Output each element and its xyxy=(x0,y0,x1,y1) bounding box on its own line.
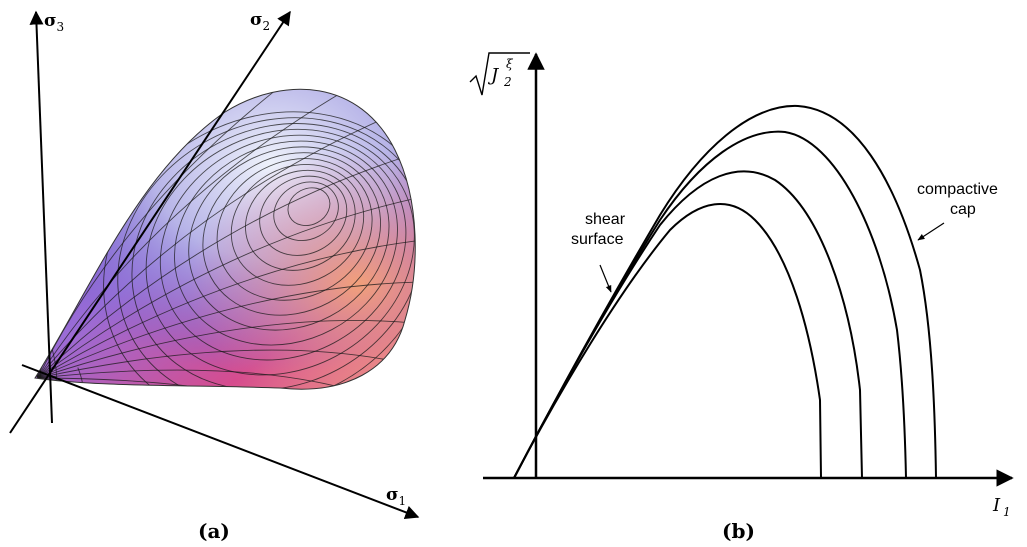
j2-label: J 2 ξ xyxy=(469,52,530,96)
panel-a: σ3 σ2 σ1 (a) xyxy=(9,10,420,543)
svg-text:2: 2 xyxy=(503,75,512,89)
svg-text:shear: shear xyxy=(585,211,626,228)
panel-b-caption: (b) xyxy=(722,519,755,543)
sigma3-label: σ3 xyxy=(44,11,64,34)
svg-text:1: 1 xyxy=(1003,505,1011,519)
yield-curve-1 xyxy=(513,203,822,479)
svg-text:ξ: ξ xyxy=(506,57,514,71)
svg-text:I: I xyxy=(992,495,1001,516)
i1-label: I 1 xyxy=(992,495,1011,519)
sigma2-label: σ2 xyxy=(250,10,270,33)
yield-curves xyxy=(513,104,937,479)
yield-curve-4 xyxy=(513,104,937,479)
sigma2-axis xyxy=(9,10,291,434)
panel-b: J 2 ξ I 1 shear surface compactive cap (… xyxy=(469,52,1014,543)
svg-text:J: J xyxy=(487,65,500,86)
svg-text:compactive: compactive xyxy=(917,181,998,198)
compactive-cap-annotation: compactive cap xyxy=(917,181,998,241)
sigma1-label: σ1 xyxy=(386,485,406,508)
panel-a-caption: (a) xyxy=(198,519,230,543)
sigma3-axis xyxy=(29,10,53,424)
yield-curve-3 xyxy=(513,130,907,479)
yield-surface xyxy=(34,88,416,390)
svg-text:surface: surface xyxy=(571,231,624,248)
shear-surface-annotation: shear surface xyxy=(571,211,626,293)
svg-text:cap: cap xyxy=(950,201,976,218)
sigma1-axis xyxy=(21,364,420,520)
yield-curve-2 xyxy=(513,170,863,479)
